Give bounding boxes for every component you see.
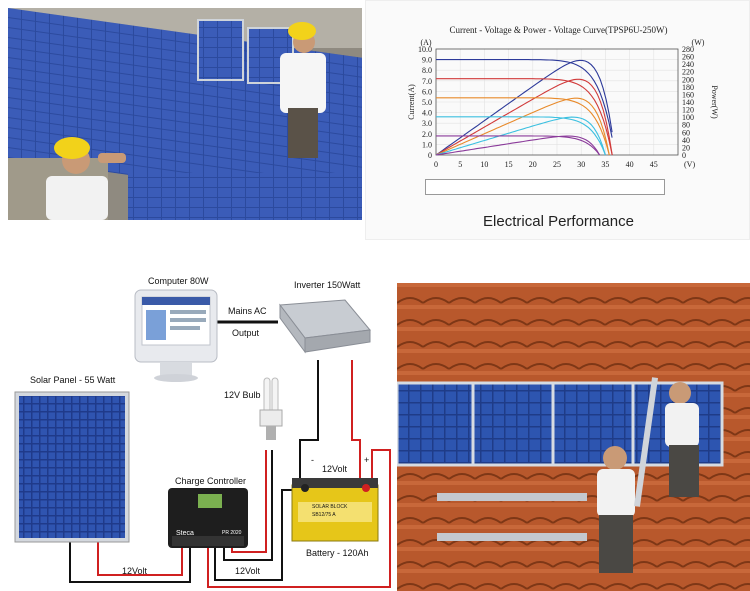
label-volt-panel: 12Volt bbox=[122, 566, 148, 576]
x-tick-label: 15 bbox=[505, 160, 513, 169]
y2-tick-label: 20 bbox=[682, 143, 690, 152]
x-tick-label: 5 bbox=[458, 160, 462, 169]
y2-tick-label: 40 bbox=[682, 136, 690, 145]
y2-tick-label: 60 bbox=[682, 128, 690, 137]
pv-curve bbox=[435, 59, 613, 156]
label-mains-ac: Mains AC bbox=[228, 306, 267, 316]
y2-tick-label: 80 bbox=[682, 121, 690, 130]
wires bbox=[69, 320, 391, 588]
label-battery-model: SB12/75 A bbox=[312, 512, 336, 518]
label-volt-battery: 12Volt bbox=[322, 464, 348, 474]
label-plus: + bbox=[364, 455, 370, 465]
y2-tick-label: 260 bbox=[682, 53, 694, 62]
y2-axis-label: Power(W) bbox=[710, 85, 719, 119]
y-tick-label: 9.0 bbox=[422, 56, 432, 65]
label-battery-brand: SOLAR BLOCK bbox=[312, 504, 348, 510]
computer-monitor bbox=[134, 289, 218, 382]
y2-tick-label: 140 bbox=[682, 98, 694, 107]
battery-unit bbox=[291, 478, 379, 542]
y-tick-label: 5.0 bbox=[422, 98, 432, 107]
y-tick-label: 6.0 bbox=[422, 87, 432, 96]
y-tick-label: 0 bbox=[428, 151, 432, 160]
x-tick-label: 25 bbox=[553, 160, 561, 169]
x-tick-label: 0 bbox=[434, 160, 438, 169]
worker-back bbox=[280, 22, 326, 158]
inverter-unit bbox=[279, 299, 371, 354]
label-volt-controller: 12Volt bbox=[235, 566, 261, 576]
x-tick-label: 35 bbox=[601, 160, 609, 169]
y-axis-label: Current(A) bbox=[407, 84, 416, 120]
y2-tick-label: 220 bbox=[682, 68, 694, 77]
pv-curve bbox=[435, 78, 613, 156]
x-tick-label: 40 bbox=[626, 160, 634, 169]
cfl-bulb bbox=[259, 377, 283, 440]
y2-tick-label: 180 bbox=[682, 83, 694, 92]
charge-controller-unit bbox=[168, 488, 248, 548]
label-bulb: 12V Bulb bbox=[224, 390, 261, 400]
y-tick-label: 10.0 bbox=[418, 45, 432, 54]
y-tick-label: 4.0 bbox=[422, 109, 432, 118]
plot-frame bbox=[435, 48, 679, 156]
label-battery: Battery - 120Ah bbox=[306, 548, 369, 558]
label-charge-controller: Charge Controller bbox=[175, 476, 247, 486]
x-tick-label: 10 bbox=[480, 160, 488, 169]
y2-tick-label: 160 bbox=[682, 90, 694, 99]
iv-curve bbox=[436, 97, 610, 156]
label-minus: - bbox=[311, 455, 314, 465]
pv-curve bbox=[435, 135, 601, 156]
photo-workers-tiled-roof bbox=[397, 283, 750, 591]
y-tick-label: 8.0 bbox=[422, 66, 432, 75]
y2-tick-label: 100 bbox=[682, 113, 694, 122]
label-controller-model: PR 2020 bbox=[222, 530, 242, 536]
pv-curve bbox=[435, 97, 610, 156]
y2-unit-label: (W) bbox=[692, 38, 705, 47]
y2-tick-label: 280 bbox=[682, 45, 694, 54]
y2-tick-label: 200 bbox=[682, 75, 694, 84]
y2-tick-label: 240 bbox=[682, 60, 694, 69]
iv-curve bbox=[436, 59, 613, 138]
x-tick-label: 45 bbox=[650, 160, 658, 169]
worker-right bbox=[633, 377, 699, 507]
worker-left bbox=[597, 446, 635, 573]
y-tick-label: 3.0 bbox=[422, 119, 432, 128]
y2-tick-label: 0 bbox=[682, 151, 686, 160]
y2-tick-label: 120 bbox=[682, 106, 694, 115]
x-tick-label: 20 bbox=[529, 160, 537, 169]
chart-panel: Current - Voltage & Power - Voltage Curv… bbox=[365, 0, 750, 240]
y-unit-label: (A) bbox=[420, 38, 431, 47]
label-computer: Computer 80W bbox=[148, 276, 209, 286]
electrical-performance-caption: Electrical Performance bbox=[483, 213, 634, 230]
chart-title: Current - Voltage & Power - Voltage Curv… bbox=[449, 25, 668, 35]
iv-pv-chart: 01.02.03.04.05.06.07.08.09.010.002040608… bbox=[407, 38, 719, 192]
wiring-diagram: Computer 80W Inverter 150Watt Mains AC O… bbox=[0, 260, 395, 591]
solar-panel-55w bbox=[14, 391, 130, 543]
label-controller-brand: Steca bbox=[176, 530, 194, 537]
iv-curve bbox=[436, 78, 613, 156]
x-tick-label: 30 bbox=[577, 160, 585, 169]
photo-workers-flat-roof bbox=[8, 8, 362, 220]
label-inverter: Inverter 150Watt bbox=[294, 280, 361, 290]
y-tick-label: 2.0 bbox=[422, 130, 432, 139]
x-unit-label: (V) bbox=[684, 160, 695, 169]
label-output: Output bbox=[232, 328, 260, 338]
iv-curve bbox=[436, 135, 601, 156]
y-tick-label: 1.0 bbox=[422, 140, 432, 149]
iv-curve bbox=[436, 116, 606, 156]
y-tick-label: 7.0 bbox=[422, 77, 432, 86]
chart-legend bbox=[425, 179, 665, 195]
label-solar-panel: Solar Panel - 55 Watt bbox=[30, 375, 116, 385]
pv-curve bbox=[435, 116, 606, 156]
worker-front bbox=[46, 137, 126, 220]
